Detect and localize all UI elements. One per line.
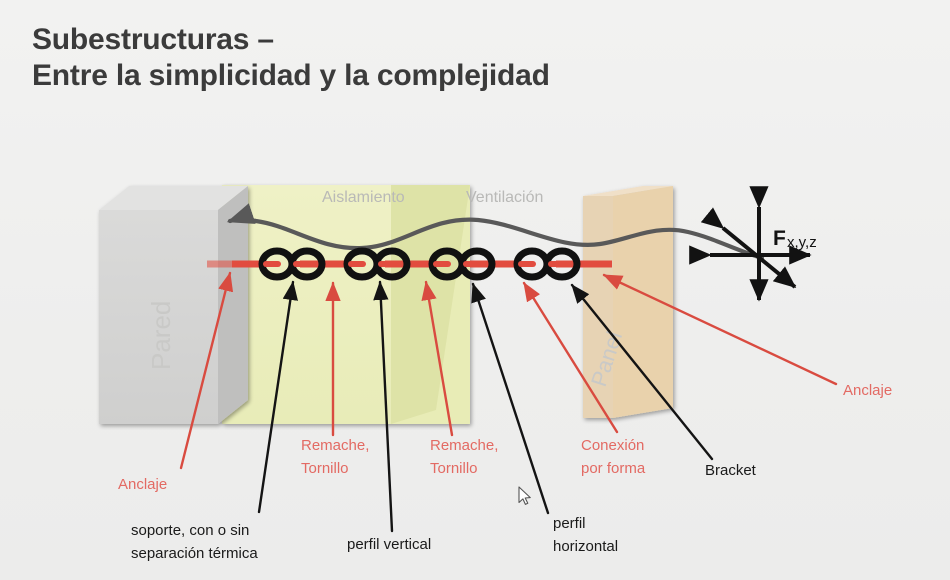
callout-anclaje-right: Anclaje <box>843 382 892 399</box>
leader-anclaje-left <box>179 271 234 470</box>
title-line-2: Entre la simplicidad y la complejidad <box>32 59 550 92</box>
callout-remache1-line1: Remache, <box>301 437 369 454</box>
force-symbol <box>689 186 812 302</box>
chain-links <box>258 247 581 281</box>
panel-side-face <box>613 186 673 418</box>
wave-line <box>226 203 765 261</box>
title-line-1: Subestructuras – <box>32 23 274 56</box>
insulation-front-face <box>222 185 391 424</box>
panel-top-face <box>583 186 673 196</box>
leader-anclaje-right <box>602 273 838 386</box>
callout-labels: Anclaje soporte, con o sin separación té… <box>118 382 892 562</box>
callout-bracket: Bracket <box>705 462 757 479</box>
callout-arrows <box>179 271 838 533</box>
wall-right-face <box>218 186 248 424</box>
chain-link <box>373 247 411 281</box>
chain-link <box>288 247 326 281</box>
cursor-arrow-icon <box>518 486 531 505</box>
callout-anclaje-left: Anclaje <box>118 476 167 493</box>
callout-perfil-vertical: perfil vertical <box>347 536 431 553</box>
chain-link <box>543 247 581 281</box>
leader-perfil-vertical <box>373 280 394 533</box>
force-subscript: x,y,z <box>787 234 817 251</box>
wall-front-face <box>99 210 218 424</box>
callout-conexion-line2: por forma <box>581 460 646 477</box>
leader-conexion <box>522 281 619 434</box>
callout-remache2-line2: Tornillo <box>430 460 478 477</box>
callout-remache1-line2: Tornillo <box>301 460 349 477</box>
wall-block: Pared <box>99 186 248 424</box>
callout-perfil-horizontal-line1: perfil <box>553 515 586 532</box>
ventilation-label: Ventilación <box>466 189 543 206</box>
mouse-cursor <box>518 486 531 505</box>
force-symbol-label: F x,y,z <box>773 227 817 251</box>
force-letter: F <box>773 227 786 250</box>
callout-soporte-line1: soporte, con o sin <box>131 522 249 539</box>
page-title: Subestructuras – Entre la simplicidad y … <box>32 22 792 94</box>
callout-conexion-line1: Conexión <box>581 437 644 454</box>
leader-soporte <box>257 280 298 514</box>
insulation-label: Aislamiento <box>322 189 405 206</box>
wall-top-face <box>99 186 248 210</box>
leader-remache-2 <box>421 280 454 437</box>
callout-remache2-line1: Remache, <box>430 437 498 454</box>
chain-link <box>458 247 496 281</box>
force-axis-diagonal <box>700 207 797 289</box>
panel-front-face <box>583 196 613 418</box>
callout-perfil-horizontal-line2: horizontal <box>553 538 618 555</box>
panel-layer: Panel <box>583 186 673 418</box>
callout-soporte-line2: separación térmica <box>131 545 258 562</box>
anchor-chain <box>207 247 612 281</box>
force-path-wave <box>226 203 765 261</box>
wall-label: Pared <box>146 301 176 370</box>
leader-bracket <box>570 283 714 461</box>
leader-perfil-horizontal <box>471 282 550 515</box>
